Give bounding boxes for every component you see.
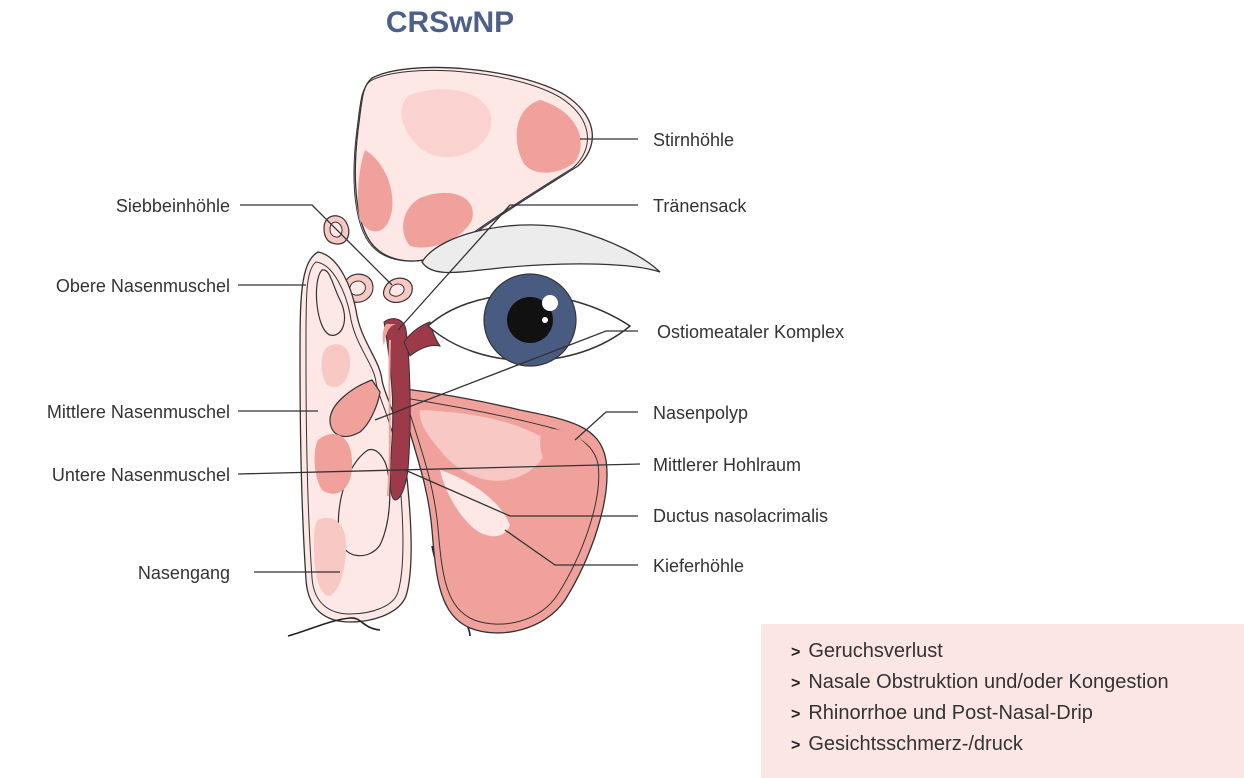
label-mittlere-nasenmuschel: Mittlere Nasenmuschel [47,402,230,422]
symptom-item: > Geruchsverlust [791,636,1244,667]
symptoms-box: > Geruchsverlust > Nasale Obstruktion und/… [761,624,1244,778]
chevron-right-icon: > [791,706,800,723]
symptom-item: > Nasale Obstruktion und/oder Kongestion [791,667,1244,698]
label-traenensack: Tränensack [653,196,747,216]
label-mittlerer-hohlraum: Mittlerer Hohlraum [653,455,801,475]
chevron-right-icon: > [791,644,800,661]
symptom-item: > Rhinorrhoe und Post-Nasal-Drip [791,698,1244,729]
symptom-text: Geruchsverlust [808,640,943,662]
label-siebbeinhoehle: Siebbeinhöhle [116,196,230,216]
label-untere-nasenmuschel: Untere Nasenmuschel [52,465,230,485]
eye [428,274,630,366]
symptom-text: Rhinorrhoe und Post-Nasal-Drip [808,702,1093,724]
label-stirnhoehle: Stirnhöhle [653,130,734,150]
symptom-item: > Gesichtsschmerz-/druck [791,729,1244,760]
label-nasenpolyp: Nasenpolyp [653,403,748,423]
symptom-text: Gesichtsschmerz-/druck [808,733,1023,755]
chevron-right-icon: > [791,675,800,692]
label-ostiomeataler-komplex: Ostiomeataler Komplex [657,322,844,342]
symptom-text: Nasale Obstruktion und/oder Kongestion [808,671,1168,693]
label-kieferhoehle: Kieferhöhle [653,556,744,576]
chevron-right-icon: > [791,737,800,754]
label-nasengang: Nasengang [138,563,230,583]
maxillary-sinus [398,388,607,633]
symptoms-list: > Geruchsverlust > Nasale Obstruktion und/… [791,636,1244,760]
label-ductus-nasolacrimalis: Ductus nasolacrimalis [653,506,828,526]
label-obere-nasenmuschel: Obere Nasenmuschel [56,276,230,296]
